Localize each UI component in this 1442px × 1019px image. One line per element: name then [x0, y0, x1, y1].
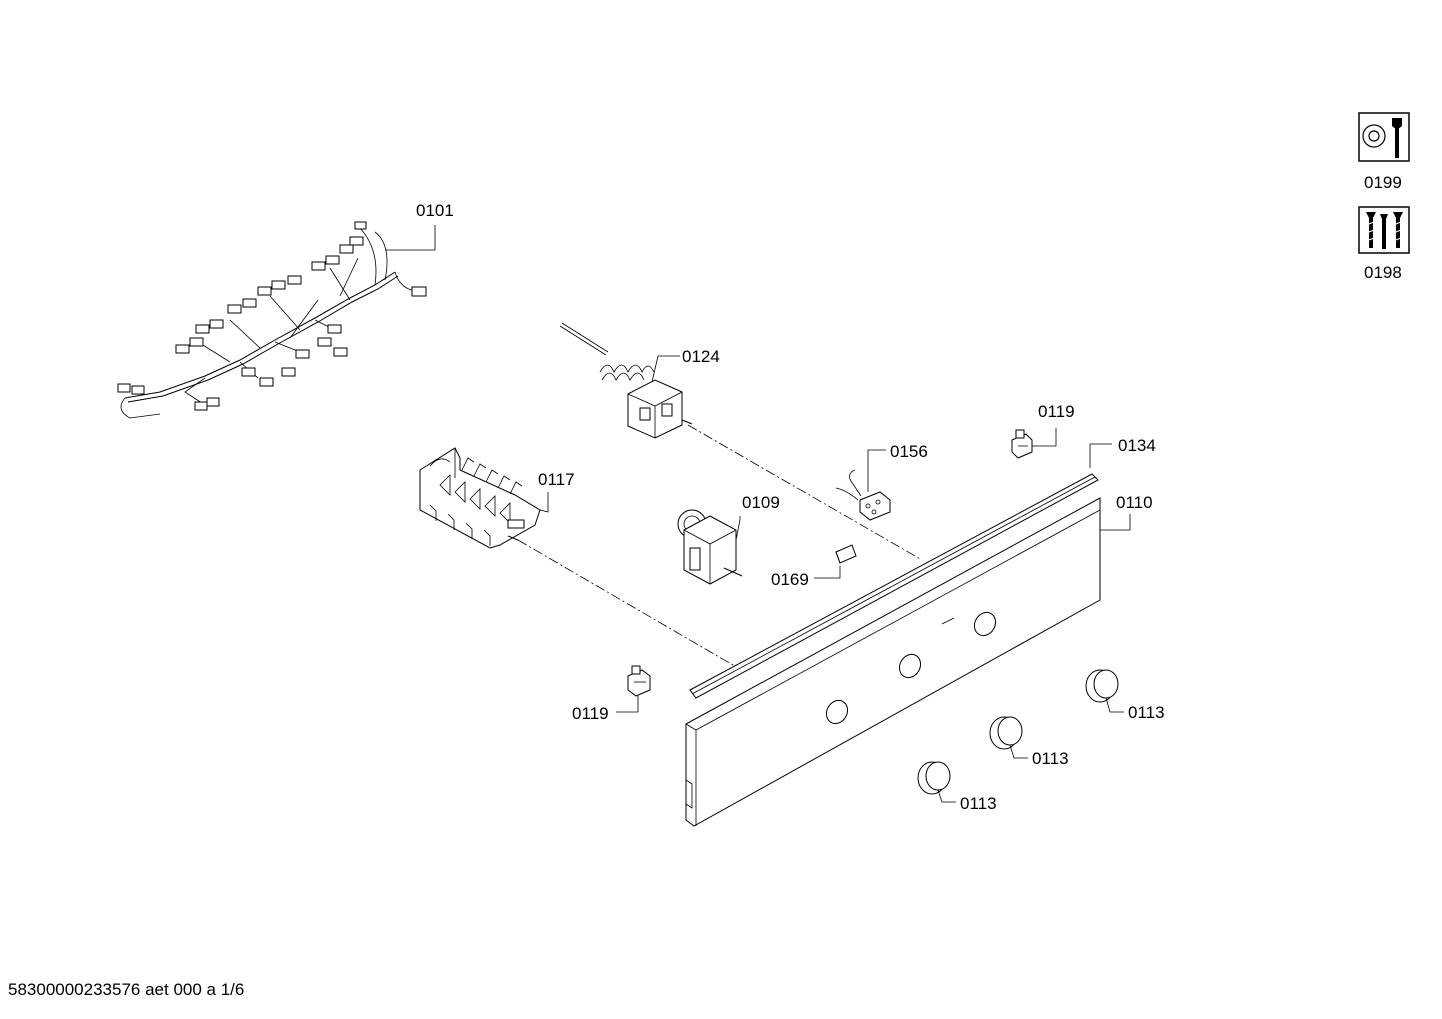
label-0156: 0156: [867, 442, 928, 492]
control-knob-middle[interactable]: [989, 716, 1023, 750]
label-0199: 0199: [1364, 173, 1402, 192]
label-0113-left: 0113: [937, 789, 997, 813]
assembly-line-thermostat: [687, 424, 923, 561]
label-0113-middle: 0113: [1009, 744, 1069, 768]
svg-text:0169: 0169: [771, 570, 809, 589]
label-0117: 0117: [538, 470, 575, 513]
lamp-cover[interactable]: [835, 544, 857, 564]
label-0101: 0101: [385, 201, 454, 251]
assembly-line-selector: [517, 539, 739, 669]
svg-text:0110: 0110: [1116, 493, 1153, 512]
svg-text:0113: 0113: [1032, 749, 1069, 768]
screws-icon[interactable]: [1358, 206, 1410, 254]
svg-text:0109: 0109: [742, 493, 780, 512]
clip-top[interactable]: [1011, 429, 1033, 459]
label-0124: 0124: [651, 347, 720, 383]
svg-text:0124: 0124: [682, 347, 720, 366]
trim-strip[interactable]: [689, 473, 1099, 699]
label-0169: 0169: [771, 566, 841, 589]
drawing-code: 58300000233576 aet 000 a 1/6: [8, 980, 245, 999]
clip-bottom[interactable]: [627, 665, 651, 697]
thermostat[interactable]: [559, 322, 693, 439]
label-0198: 0198: [1364, 263, 1402, 282]
wrench-screwdriver-icon[interactable]: [1358, 112, 1410, 162]
wiring-harness[interactable]: [117, 221, 427, 419]
label-0110: 0110: [1100, 493, 1153, 531]
svg-text:0101: 0101: [416, 201, 454, 220]
label-0134: 0134: [1089, 436, 1156, 468]
timer[interactable]: [677, 509, 743, 585]
svg-text:0156: 0156: [890, 442, 928, 461]
selector-switch[interactable]: [419, 447, 541, 549]
label-0113-right: 0113: [1105, 697, 1165, 722]
svg-text:0113: 0113: [1128, 703, 1165, 722]
svg-text:0119: 0119: [572, 704, 609, 723]
control-panel[interactable]: [685, 497, 1101, 827]
svg-text:0119: 0119: [1038, 402, 1075, 421]
svg-text:0134: 0134: [1118, 436, 1156, 455]
svg-text:0113: 0113: [960, 794, 997, 813]
label-0119-top: 0119: [1032, 402, 1075, 447]
label-0119-bottom: 0119: [572, 696, 639, 723]
label-0109: 0109: [735, 493, 780, 541]
control-knob-right[interactable]: [1085, 669, 1119, 703]
control-knob-left[interactable]: [917, 761, 951, 795]
indicator-lamp[interactable]: [835, 469, 891, 521]
svg-text:0117: 0117: [538, 470, 575, 489]
